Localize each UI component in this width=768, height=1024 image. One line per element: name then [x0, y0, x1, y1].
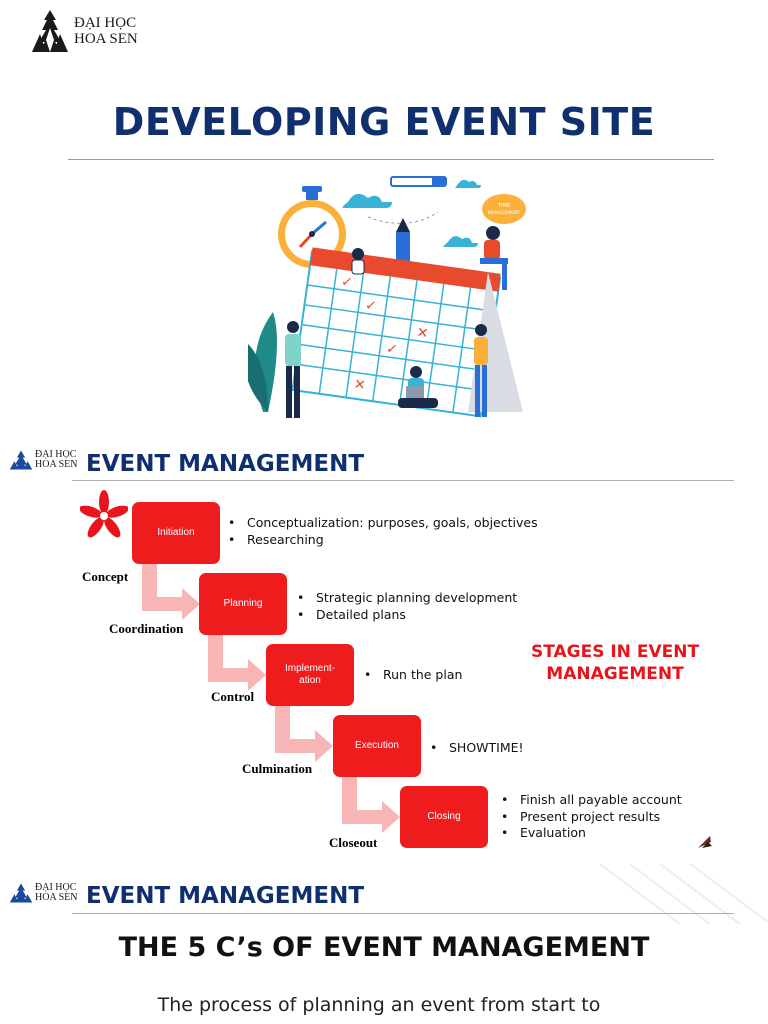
arrow-shape — [208, 635, 266, 691]
bullet-item: SHOWTIME! — [428, 740, 524, 757]
person-on-calendar — [351, 248, 365, 275]
svg-text:✓: ✓ — [364, 297, 378, 314]
stage-implementation-label-2: ation — [299, 675, 321, 686]
label-closeout: Closeout — [329, 835, 378, 850]
arrow-shape — [342, 777, 400, 833]
label-culmination: Culmination — [242, 761, 313, 776]
university-logo-small: ĐẠI HỌC HOA SEN — [8, 449, 78, 471]
slide-title: DEVELOPING EVENT SITE — [112, 100, 656, 144]
bullets-planning: Strategic planning development Detailed … — [295, 590, 517, 623]
calendar-grid: ✓ ✕ ✓ ✕ ✓ — [291, 247, 502, 418]
stage-connector-arrows — [142, 564, 400, 833]
pencil-icon — [396, 232, 410, 266]
svg-text:✕: ✕ — [353, 377, 367, 394]
lotus-logo-icon — [9, 883, 33, 903]
bullet-item: Strategic planning development — [295, 590, 517, 607]
stage-closing-box: Closing — [400, 786, 488, 848]
corner-decoration-icon — [698, 836, 712, 848]
stage-planning-label: Planning — [223, 598, 263, 609]
svg-text:TIME: TIME — [497, 203, 510, 209]
slide-3: ĐẠI HỌC HOA SEN EVENT MANAGEMENT THE 5 C… — [0, 864, 768, 1024]
svg-text:✕: ✕ — [416, 325, 430, 342]
slide-2: ĐẠI HỌC HOA SEN EVENT MANAGEMENT Initiat… — [0, 432, 768, 864]
person-with-laptop — [398, 366, 438, 408]
background-lines-decoration — [599, 864, 768, 924]
university-logo: ĐẠI HỌC HOA SEN — [28, 8, 138, 54]
section-header: EVENT MANAGEMENT — [86, 451, 365, 477]
stage-implementation-label-1: Implement- — [284, 663, 335, 674]
stage-execution-label: Execution — [355, 740, 399, 751]
bullet-item: Finish all payable account — [499, 792, 682, 809]
lotus-logo-icon — [32, 10, 68, 52]
stage-planning-box: Planning — [199, 573, 287, 635]
stages-side-title: STAGES IN EVENT MANAGEMENT — [520, 641, 710, 685]
svg-text:✓: ✓ — [385, 341, 399, 358]
lotus-logo-icon — [9, 450, 33, 470]
stage-initiation-box: Initiation — [132, 502, 220, 564]
slide-3-body-text: The process of planning an event from st… — [157, 994, 601, 1016]
stage-implementation-box: Implement- ation — [266, 644, 354, 706]
logo-line-1: ĐẠI HỌC — [35, 882, 77, 893]
logo-line-1: ĐẠI HỌC — [74, 15, 137, 31]
calendar-illustration: TIME MANAGEMENT ✓ ✕ — [248, 176, 526, 418]
title-divider — [68, 159, 714, 160]
arrow-shape — [142, 564, 200, 620]
arrow-shape — [275, 706, 333, 762]
svg-text:MANAGEMENT: MANAGEMENT — [488, 210, 521, 216]
slide-1: ĐẠI HỌC HOA SEN DEVELOPING EVENT SITE TI… — [0, 0, 768, 432]
bullets-implementation: Run the plan — [362, 667, 462, 684]
bullet-item: Run the plan — [362, 667, 462, 684]
speech-bubble — [482, 194, 526, 224]
label-coordination: Coordination — [109, 621, 184, 636]
university-logo-small: ĐẠI HỌC HOA SEN — [8, 882, 78, 904]
bullets-initiation: Conceptualization: purposes, goals, obje… — [226, 515, 538, 548]
bullets-execution: SHOWTIME! — [428, 740, 524, 757]
stage-closing-label: Closing — [427, 811, 461, 822]
header-divider — [72, 480, 734, 481]
stage-initiation-label: Initiation — [157, 527, 195, 538]
bullet-item: Detailed plans — [295, 607, 517, 624]
logo-line-2: HOA SEN — [74, 31, 138, 47]
stage-execution-box: Execution — [333, 715, 421, 777]
svg-text:✓: ✓ — [340, 274, 354, 291]
logo-line-1: ĐẠI HỌC — [35, 449, 77, 460]
flower-icon — [80, 490, 128, 538]
slide-3-title: THE 5 C’s OF EVENT MANAGEMENT — [118, 932, 650, 963]
section-header: EVENT MANAGEMENT — [86, 883, 365, 909]
logo-line-2: HOA SEN — [35, 459, 78, 470]
cloud-shape — [342, 193, 392, 208]
bullet-item: Present project results — [499, 809, 682, 826]
bullet-item: Researching — [226, 532, 538, 549]
person-standing-left — [285, 321, 301, 418]
logo-line-2: HOA SEN — [35, 892, 78, 903]
label-control: Control — [211, 689, 255, 704]
header-divider — [72, 913, 734, 914]
label-concept: Concept — [82, 569, 129, 584]
bullets-closing: Finish all payable account Present proje… — [499, 792, 682, 842]
bullet-item: Conceptualization: purposes, goals, obje… — [226, 515, 538, 532]
person-sitting-top — [480, 226, 508, 290]
person-standing-right — [474, 324, 488, 417]
stages-title-line-2: MANAGEMENT — [546, 664, 684, 684]
bullet-item: Evaluation — [499, 825, 682, 842]
stages-title-line-1: STAGES IN EVENT — [530, 642, 700, 662]
